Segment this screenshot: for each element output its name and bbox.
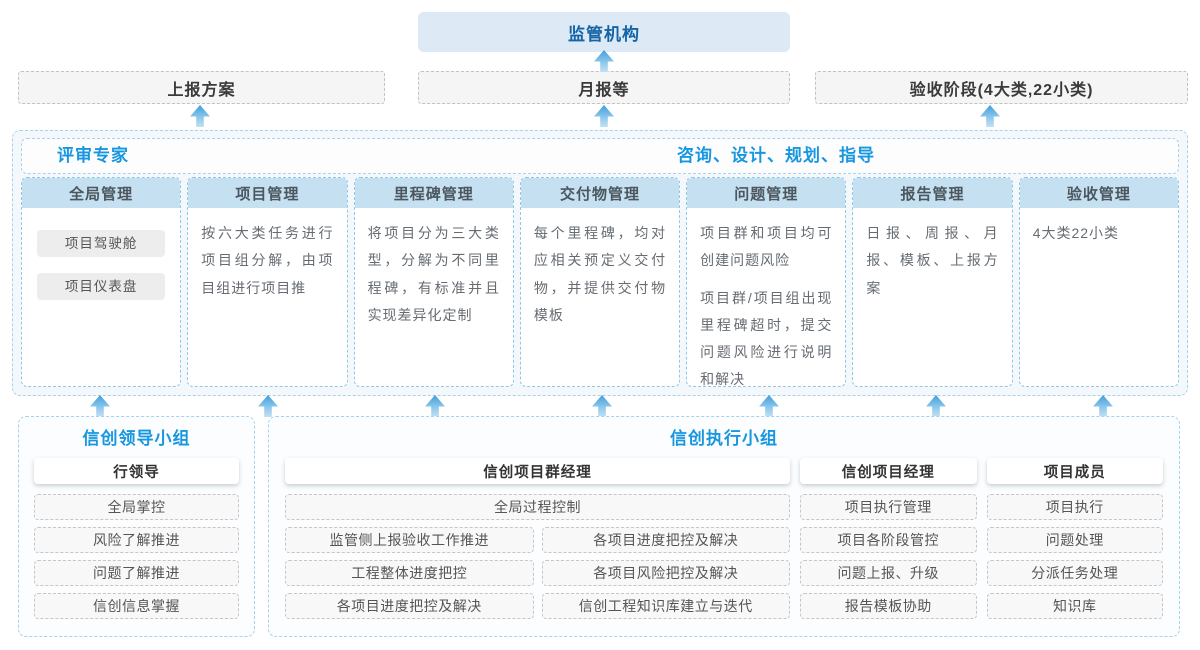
- module-row: 全局管理 项目驾驶舱 项目仪表盘 项目管理 按六大类任务进行项目组分解，由项目组…: [21, 177, 1179, 387]
- module-title: 全局管理: [22, 178, 181, 208]
- up-arrow-icon: [190, 105, 210, 127]
- leadership-team-panel: 信创领导小组 行领导 全局掌控 风险了解推进 问题了解推进 信创信息掌握: [18, 416, 255, 637]
- program-manager-column: 信创项目群经理 全局过程控制 监管侧上报验收工作推进 各项目进度把控及解决 工程…: [285, 458, 790, 619]
- module-body: 日报、周报、月报、模板、上报方案: [853, 208, 1011, 322]
- module-text: 按六大类任务进行项目组分解，由项目组进行项目推: [201, 225, 334, 296]
- duty-item: 报告模板协助: [800, 593, 977, 619]
- module-title: 报告管理: [853, 178, 1012, 208]
- leadership-duty-list: 全局掌控 风险了解推进 问题了解推进 信创信息掌握: [34, 494, 239, 619]
- module-project: 项目管理 按六大类任务进行项目组分解，由项目组进行项目推: [187, 177, 348, 387]
- up-arrow-icon: [592, 395, 612, 417]
- duty-item: 工程整体进度把控: [285, 560, 534, 586]
- program-manager-duty-grid: 全局过程控制 监管侧上报验收工作推进 各项目进度把控及解决 工程整体进度把控 各…: [285, 494, 790, 619]
- consulting-role-label: 咨询、设计、规划、指导: [677, 146, 875, 165]
- module-global: 全局管理 项目驾驶舱 项目仪表盘: [21, 177, 182, 387]
- duty-item: 项目各阶段管控: [800, 527, 977, 553]
- duty-item: 各项目进度把控及解决: [541, 527, 790, 553]
- duty-item: 项目执行管理: [800, 494, 977, 520]
- module-text: 将项目分为三大类型，分解为不同里程碑，有标准并且实现差异化定制: [367, 225, 500, 323]
- role-project-manager: 信创项目经理: [800, 458, 977, 484]
- expert-role-band: 评审专家 咨询、设计、规划、指导: [21, 138, 1179, 174]
- up-arrow-icon: [594, 105, 614, 127]
- execution-columns: 信创项目群经理 全局过程控制 监管侧上报验收工作推进 各项目进度把控及解决 工程…: [269, 458, 1179, 619]
- duty-item: 监管侧上报验收工作推进: [285, 527, 534, 553]
- execution-team-panel: 信创执行小组 信创项目群经理 全局过程控制 监管侧上报验收工作推进 各项目进度把…: [268, 416, 1180, 637]
- duty-item: 信创工程知识库建立与迭代: [541, 593, 790, 619]
- up-arrow-icon: [90, 395, 110, 417]
- project-manager-column: 信创项目经理 项目执行管理 项目各阶段管控 问题上报、升级 报告模板协助: [800, 458, 977, 619]
- module-body: 每个里程碑，均对应相关预定义交付物，并提供交付物模板: [521, 208, 679, 349]
- regulator-box: 监管机构: [418, 12, 790, 52]
- module-body: 4大类22小类: [1020, 208, 1178, 267]
- duty-item: 问题处理: [986, 527, 1163, 553]
- project-member-column: 项目成员 项目执行 问题处理 分派任务处理 知识库: [986, 458, 1163, 619]
- platform-panel: 评审专家 咨询、设计、规划、指导 全局管理 项目驾驶舱 项目仪表盘 项目管理 按…: [12, 130, 1188, 396]
- up-arrow-icon: [594, 50, 614, 72]
- up-arrow-icon: [759, 395, 779, 417]
- role-program-manager: 信创项目群经理: [285, 458, 790, 484]
- module-text: 4大类22小类: [1032, 225, 1120, 241]
- module-issue: 问题管理 项目群和项目均可创建问题风险 项目群/项目组出现里程碑超时，提交问题风…: [686, 177, 847, 387]
- duty-item: 全局过程控制: [285, 494, 790, 520]
- channel-monthly-report: 月报等: [418, 71, 790, 104]
- channel-acceptance-phase: 验收阶段(4大类,22小类): [815, 71, 1188, 104]
- execution-team-title: 信创执行小组: [670, 429, 778, 448]
- project-member-duty-list: 项目执行 问题处理 分派任务处理 知识库: [986, 494, 1163, 619]
- channel-report-plan: 上报方案: [18, 71, 385, 104]
- module-deliverable: 交付物管理 每个里程碑，均对应相关预定义交付物，并提供交付物模板: [519, 177, 681, 387]
- duty-item: 知识库: [986, 593, 1163, 619]
- up-arrow-icon: [425, 395, 445, 417]
- duty-item: 问题了解推进: [34, 560, 239, 586]
- module-body: 将项目分为三大类型，分解为不同里程碑，有标准并且实现差异化定制: [355, 208, 513, 349]
- up-arrow-icon: [926, 395, 946, 417]
- reviewer-role-label: 评审专家: [57, 146, 129, 165]
- duty-item: 项目执行: [986, 494, 1163, 520]
- module-text: 每个里程碑，均对应相关预定义交付物，并提供交付物模板: [533, 225, 667, 323]
- module-title: 验收管理: [1019, 178, 1178, 208]
- module-title: 交付物管理: [520, 178, 680, 208]
- module-text: 项目群和项目均可创建问题风险: [700, 225, 833, 269]
- module-body: 按六大类任务进行项目组分解，由项目组进行项目推: [188, 208, 346, 322]
- duty-item: 风险了解推进: [34, 527, 239, 553]
- up-arrow-icon: [1093, 395, 1113, 417]
- duty-item: 全局掌控: [34, 494, 239, 520]
- module-report: 报告管理 日报、周报、月报、模板、上报方案: [852, 177, 1013, 387]
- module-title: 问题管理: [687, 178, 846, 208]
- duty-item: 各项目风险把控及解决: [541, 560, 790, 586]
- module-milestone: 里程碑管理 将项目分为三大类型，分解为不同里程碑，有标准并且实现差异化定制: [353, 177, 514, 387]
- up-arrow-icon: [980, 105, 1000, 127]
- duty-item: 各项目进度把控及解决: [285, 593, 534, 619]
- duty-item: 分派任务处理: [986, 560, 1163, 586]
- leadership-team-title: 信创领导小组: [82, 429, 191, 448]
- module-text: 项目群/项目组出现里程碑超时，提交问题风险进行说明和解决: [700, 289, 833, 387]
- module-title: 里程碑管理: [354, 178, 513, 208]
- pill-project-dashboard: 项目仪表盘: [37, 273, 166, 300]
- role-bank-leader: 行领导: [34, 458, 239, 484]
- up-arrow-icon: [258, 395, 278, 417]
- pill-project-cockpit: 项目驾驶舱: [37, 230, 166, 257]
- module-body: 项目群和项目均可创建问题风险 项目群/项目组出现里程碑超时，提交问题风险进行说明…: [687, 208, 845, 387]
- duty-item: 问题上报、升级: [800, 560, 977, 586]
- module-title: 项目管理: [188, 178, 347, 208]
- module-acceptance: 验收管理 4大类22小类: [1018, 177, 1179, 387]
- duty-item: 信创信息掌握: [34, 593, 239, 619]
- project-manager-duty-list: 项目执行管理 项目各阶段管控 问题上报、升级 报告模板协助: [800, 494, 977, 619]
- role-project-member: 项目成员: [986, 458, 1163, 484]
- module-body: 项目驾驶舱 项目仪表盘: [22, 208, 180, 326]
- module-text: 日报、周报、月报、模板、上报方案: [866, 225, 999, 296]
